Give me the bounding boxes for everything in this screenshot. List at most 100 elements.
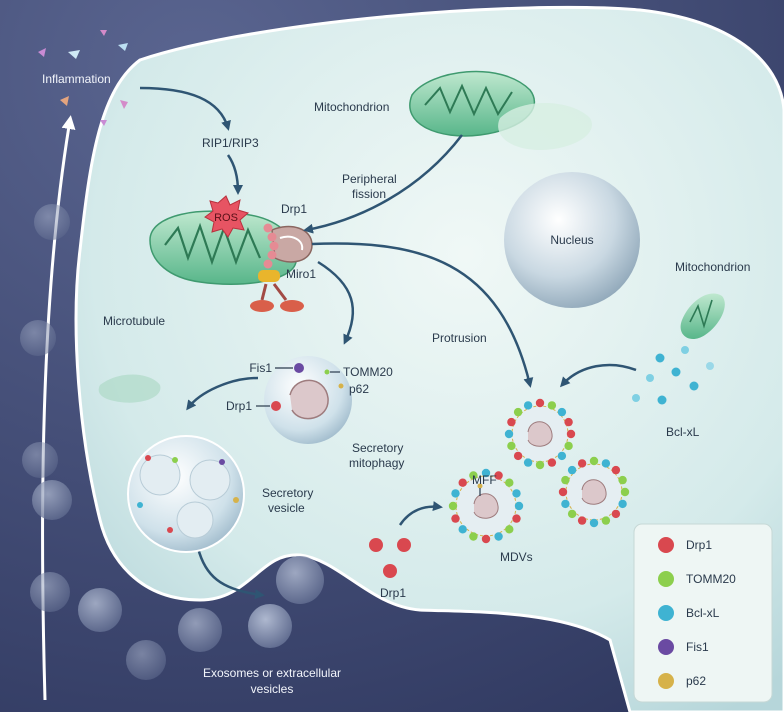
legend-label-tomm20: TOMM20 [686,572,736,586]
drp1-free [369,538,411,578]
mdv-protein-bead [547,401,557,410]
arrow-peripheral-fission [303,134,463,234]
mdv-protein-bead [523,401,533,410]
mdv-protein-bead [448,501,458,511]
secretory-vesicle [127,435,245,553]
mdv-protein-bead [469,532,478,541]
mdv-protein-bead [458,478,467,487]
mdv-protein-bead [451,514,460,523]
mdv-protein-bead [564,417,573,427]
legend-label-drp1: Drp1 [686,538,712,552]
legend-label-bcl-xl: Bcl-xL [686,606,720,620]
inflammation-particles [38,30,128,126]
mdv-protein-bead [558,487,568,497]
mdv-protein-bead [589,518,599,528]
mdv-protein-bead [481,468,491,478]
arrow-rip-ros [226,154,243,195]
mdv-protein-bead [505,478,514,487]
mdv-protein-bead [512,514,521,523]
mitochondrion-top-label: Mitochondrion [314,100,389,114]
mdv-protein-bead [547,458,557,467]
nucleus-label: Nucleus [550,233,593,247]
mdv-1 [511,405,569,463]
bclxl-particles [632,346,714,405]
fis1-label: Fis1 [249,361,272,375]
legend-label-p62: p62 [686,674,706,688]
mdv-protein-bead [535,398,545,408]
secretory-vesicle-label-1: Secretory [262,486,313,500]
ros-burst [204,195,250,238]
mdv-protein-bead [561,475,570,485]
mitochondrion-right [680,293,725,340]
mdv-beads [448,398,630,544]
exosomes [20,204,324,680]
arrow-inflammation-rip [139,86,231,131]
mdv-protein-bead [577,516,587,525]
mdv-protein-bead [620,487,630,497]
legend-label-fis1: Fis1 [686,640,709,654]
mdv-protein-bead [557,451,567,461]
mdv-protein-bead [494,532,503,541]
drp1-ring [263,223,279,269]
secretory-mitophagy-label-1: Secretory [352,441,403,455]
drp1-top-label: Drp1 [281,202,307,216]
legend-swatch-tomm20 [658,571,674,587]
mdv-protein-bead [561,499,570,509]
mff-label: MFF [472,473,497,487]
microtubule-label: Microtubule [103,314,165,328]
miro1-motor [250,270,304,312]
peripheral-label: Peripheral [342,172,397,186]
mdv-protein-bead [577,459,587,468]
mdv-protein-bead [507,417,516,427]
arrow-bclxl [559,363,637,388]
legend-swatch-bcl-xl [658,605,674,621]
nucleus [504,172,640,308]
miro1-label: Miro1 [286,267,316,281]
mdv-protein-bead [566,429,576,439]
inflammation-label: Inflammation [42,72,111,86]
mdv-protein-bead [611,465,621,475]
mdvs-label: MDVs [500,550,533,564]
mdv-protein-bead [458,525,467,534]
arrow-protrusion [311,242,534,388]
drp1-mid-label: Drp1 [226,399,252,413]
secretory-mitophagy-label-2: mitophagy [349,456,404,470]
arrow-drp1-mff [398,501,443,526]
mdv-protein-bead [481,534,491,544]
mdv-protein-bead [513,407,523,417]
mdv-protein-bead [507,441,516,451]
protrusion-label: Protrusion [432,331,487,345]
p62-label: p62 [349,382,369,396]
drp1-bottom-label: Drp1 [380,586,406,600]
legend-swatch-fis1 [658,639,674,655]
exosomes-label-2: vesicles [251,682,294,696]
mdv-protein-bead [601,459,611,468]
secretory-vesicle-label-2: vesicle [268,501,305,515]
mdv-protein-bead [557,407,567,417]
mdv-protein-bead [505,525,514,534]
mdv-protein-bead [504,429,514,439]
legend-swatch-drp1 [658,537,674,553]
legend-swatch-p62 [658,673,674,689]
mdv-protein-bead [601,516,611,525]
mdv-protein-bead [535,460,545,470]
ros-label: ROS [214,212,238,224]
rip-label: RIP1/RIP3 [202,136,259,150]
mdv-protein-bead [523,458,533,467]
mitophagy-vesicle [264,356,352,444]
mdv-protein-bead [514,501,524,511]
fission-label: fission [352,187,386,201]
mdv-protein-bead [469,471,478,480]
mdv-protein-bead [611,509,621,519]
mitochondrion-faded [98,374,161,403]
mdv-protein-bead [618,475,627,485]
mdv-protein-bead [513,451,523,461]
arrow-to-mitophagy [317,260,355,345]
mdv-protein-bead [567,465,577,475]
mdv-protein-bead [618,499,627,509]
bclxl-label: Bcl-xL [666,425,700,439]
mdv-protein-bead [589,456,599,466]
